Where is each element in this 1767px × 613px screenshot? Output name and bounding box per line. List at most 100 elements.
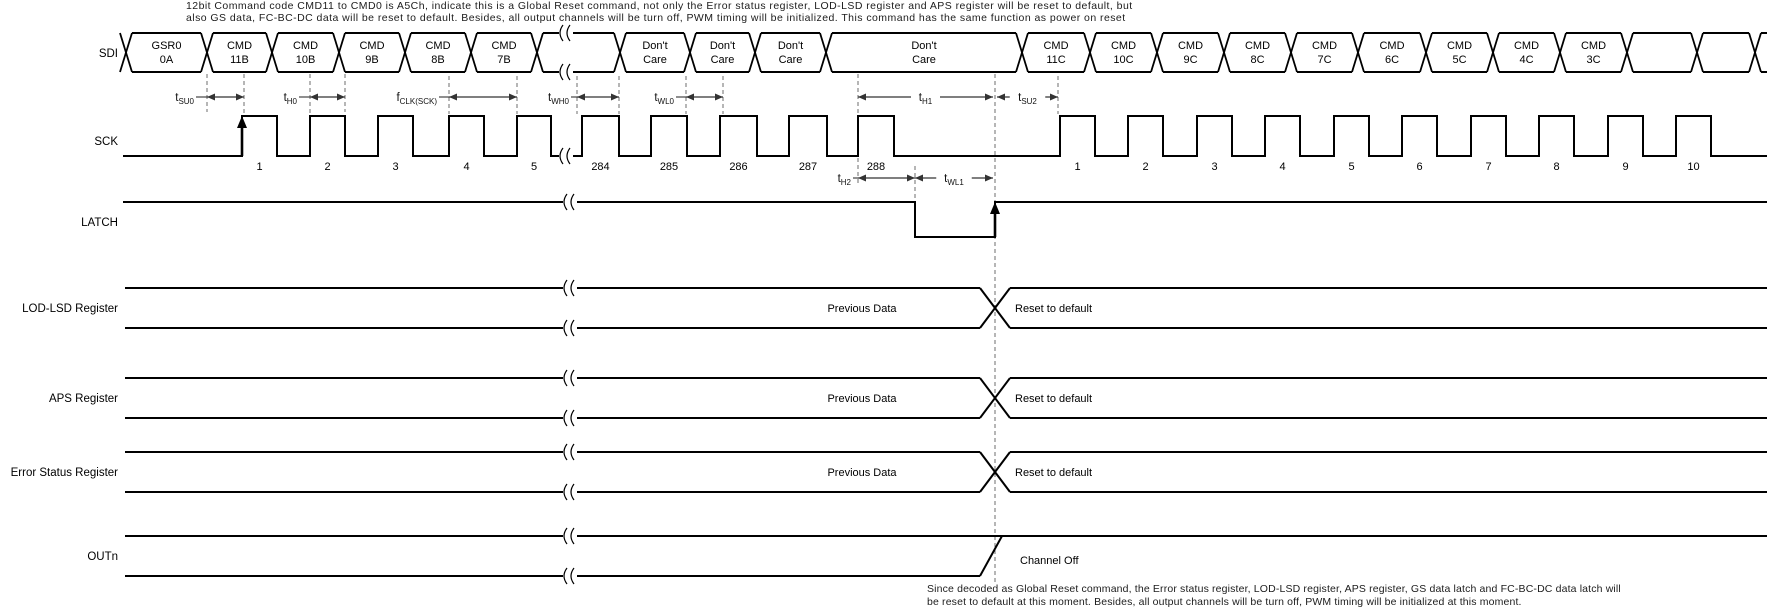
- wave-line: WH0: [551, 97, 569, 106]
- break-squiggle: [559, 24, 564, 42]
- signal-label-sck: SCK: [94, 136, 118, 148]
- sdi-cell-label: CMD: [227, 40, 252, 52]
- sdi-cell-crossing: [530, 32, 544, 73]
- sck-clock-number: 286: [729, 161, 747, 173]
- break-squiggle: [570, 567, 575, 585]
- signal-label-sdi: SDI: [99, 48, 118, 60]
- sdi-cell-label: CMD: [425, 40, 450, 52]
- sdi-cell-crossing: [398, 32, 412, 73]
- break-gap: [563, 369, 577, 387]
- wave-line: t: [175, 92, 179, 104]
- dimension-arrowhead: [858, 174, 866, 182]
- sck-clock-number: 3: [1211, 161, 1217, 173]
- aps-previous-data-label: Previous Data: [827, 393, 897, 405]
- timing-parameter-label: tWL0: [654, 92, 674, 106]
- top-note-line-1: 12bit Command code CMD11 to CMD0 is A5Ch…: [186, 0, 1133, 12]
- sdi-cell-label: Care: [912, 54, 936, 66]
- dimension-arrowhead: [997, 93, 1005, 101]
- sck-clock-number: 2: [324, 161, 330, 173]
- break-gap: [563, 483, 577, 501]
- sck-clock-number: 3: [392, 161, 398, 173]
- wave-line: f: [396, 92, 400, 104]
- sdi-cell-label: 7B: [497, 54, 510, 66]
- sck-clock-number: 9: [1622, 161, 1628, 173]
- signal-label-outn: OUTn: [87, 551, 118, 563]
- sdi-cell-label: CMD: [1111, 40, 1136, 52]
- dimension-arrowhead: [236, 93, 244, 101]
- sdi-cell-crossing: [332, 32, 346, 73]
- sdi-cell-label: Care: [643, 54, 667, 66]
- sdi-cell-crossing: [1150, 32, 1164, 73]
- sdi-cell-label: 5C: [1452, 54, 1466, 66]
- sdi-cell-label: CMD: [1178, 40, 1203, 52]
- wave-line: SU2: [1021, 97, 1037, 106]
- break-squiggle: [563, 319, 568, 337]
- sdi-cell-label: CMD: [1312, 40, 1337, 52]
- sdi-cell-label: CMD: [1447, 40, 1472, 52]
- wave-line: WL1: [947, 178, 964, 187]
- sdi-cell-label: GSR0: [152, 40, 182, 52]
- dimension-arrowhead: [337, 93, 345, 101]
- timing-parameter-label: tSU0: [175, 92, 194, 106]
- sdi-cell-crossing: [819, 32, 833, 73]
- sck-clock-number: 288: [867, 161, 885, 173]
- sck-clock-number: 285: [660, 161, 678, 173]
- sdi-cell-label: 3C: [1586, 54, 1600, 66]
- dimension-arrowhead: [985, 93, 993, 101]
- break-squiggle: [563, 527, 568, 545]
- sdi-cell-label: 10B: [296, 54, 316, 66]
- break-squiggle: [563, 409, 568, 427]
- wave-line: H2: [841, 178, 852, 187]
- break-squiggle: [570, 319, 575, 337]
- wave-line: WL0: [658, 97, 675, 106]
- sdi-cell-label: Care: [711, 54, 735, 66]
- dimension-label-bg: [1009, 90, 1046, 104]
- sck-clock-number: 4: [463, 161, 469, 173]
- lod-crossing: [979, 287, 1011, 329]
- lod-reset-default-label: Reset to default: [1015, 303, 1092, 315]
- sdi-cell-label: CMD: [359, 40, 384, 52]
- wave-line: SU0: [178, 97, 194, 106]
- dimension-arrowhead: [310, 93, 318, 101]
- sdi-cell-crossing: [1553, 32, 1567, 73]
- sdi-cell-crossing: [1486, 32, 1500, 73]
- sdi-cell-label: 10C: [1113, 54, 1133, 66]
- sdi-cell-label: CMD: [1581, 40, 1606, 52]
- break-squiggle: [570, 483, 575, 501]
- sdi-cell-crossing: [119, 32, 133, 73]
- sck-clock-number: 2: [1142, 161, 1148, 173]
- break-squiggle: [570, 279, 575, 297]
- signal-label-latch: LATCH: [81, 217, 118, 229]
- wave-line: t: [654, 92, 658, 104]
- dimension-arrowhead: [985, 174, 993, 182]
- break-gap: [563, 409, 577, 427]
- sdi-cell-label: 9C: [1183, 54, 1197, 66]
- break-squiggle: [563, 567, 568, 585]
- bottom-note-line-2: be reset to default at this moment. Besi…: [927, 596, 1522, 608]
- sck-clock-number: 5: [1348, 161, 1354, 173]
- dimension-arrowhead: [577, 93, 585, 101]
- dimension-arrowhead: [915, 174, 923, 182]
- sdi-cell-crossing: [748, 32, 762, 73]
- wave-line: t: [548, 92, 552, 104]
- top-note: 12bit Command code CMD11 to CMD0 is A5Ch…: [186, 0, 1133, 24]
- sdi-cell-label: CMD: [293, 40, 318, 52]
- sdi-cell-label: 11C: [1046, 54, 1065, 66]
- sdi-cell-label: 4C: [1519, 54, 1533, 66]
- sdi-cell-label: 11B: [230, 54, 249, 66]
- sck-clock-number: 5: [531, 161, 537, 173]
- aps-reset-default-label: Reset to default: [1015, 393, 1092, 405]
- dimension-arrowhead: [715, 93, 723, 101]
- sck-clock-number: 8: [1553, 161, 1559, 173]
- break-gap: [559, 24, 573, 42]
- sck-waveform: [123, 115, 1767, 157]
- break-gap: [563, 567, 577, 585]
- sdi-cell-crossing: [683, 32, 697, 73]
- break-gap: [559, 147, 573, 165]
- sdi-cell-crossing: [1419, 32, 1433, 73]
- break-gap: [563, 193, 577, 211]
- wave-line: CLK(SCK): [400, 97, 438, 106]
- sdi-cell-label: Don't: [710, 40, 735, 52]
- sdi-cell-label: CMD: [1245, 40, 1270, 52]
